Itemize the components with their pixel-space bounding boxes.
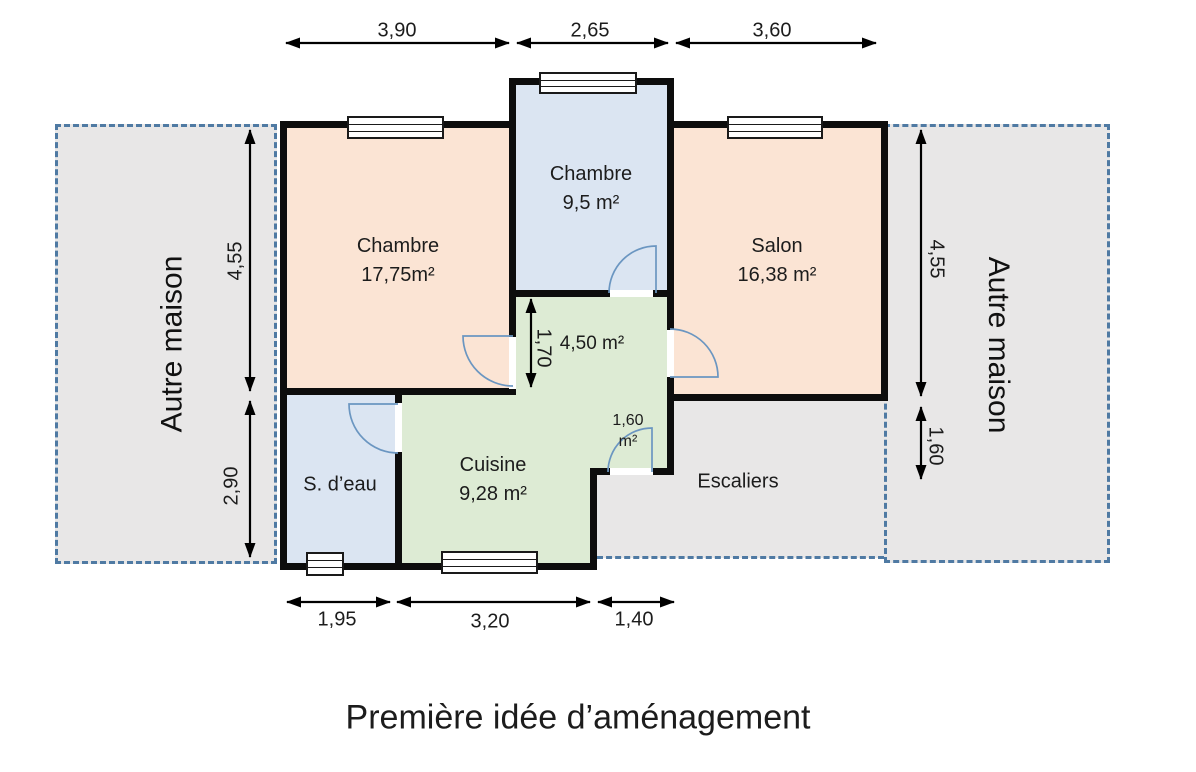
window-line — [729, 131, 821, 132]
door-opening-chambre1 — [509, 337, 516, 389]
page-title: Première idée d’aménagement — [345, 698, 811, 737]
stairs-area — [670, 399, 884, 558]
room-area-line2: m² — [618, 433, 638, 450]
room-label-placard: 1,60 m² — [612, 411, 643, 453]
window-line — [443, 559, 536, 560]
room-area: 16,38 m² — [737, 264, 817, 286]
room-name: Chambre — [356, 235, 440, 257]
wall-left — [280, 121, 287, 570]
room-name: Cuisine — [459, 454, 527, 476]
window-salon — [727, 116, 823, 139]
wall-placard-bottom-left — [590, 468, 610, 475]
stairs-area-extension — [593, 472, 673, 558]
window-chambre2 — [539, 72, 637, 94]
wall-chambre2-bottom-left — [509, 290, 610, 297]
wall-placard-bottom-right — [653, 468, 674, 475]
room-label-salle-eau: S. d’eau — [303, 473, 377, 496]
dim-label-top-3: 3,60 — [752, 19, 792, 42]
door-opening-salon — [667, 330, 674, 377]
wall-bottom — [280, 563, 597, 570]
wall-center-right-lower — [667, 377, 674, 475]
wall-cuisine-right — [590, 468, 597, 570]
room-area: 9,28 m² — [459, 483, 527, 505]
room-label-couloir: 4,50 m² — [559, 333, 625, 355]
room-area: 17,75m² — [361, 264, 435, 286]
window-line — [541, 86, 635, 87]
wall-salle-eau-divider — [395, 452, 402, 570]
wall-right — [881, 121, 888, 401]
window-line — [729, 124, 821, 125]
dim-label-left-2: 2,90 — [220, 466, 243, 506]
wall-salle-eau-stub — [395, 393, 402, 403]
neighbor-label-right: Autre maison — [981, 256, 1015, 434]
wall-chambre1-bottom — [280, 388, 516, 395]
dim-label-right-1: 4,55 — [925, 239, 948, 279]
dim-label-bottom-2: 3,20 — [470, 610, 510, 633]
dim-label-couloir: 1,70 — [532, 328, 555, 368]
room-name: Salon — [751, 235, 803, 257]
dim-label-bottom-1: 1,95 — [317, 608, 357, 631]
dim-label-left-1: 4,55 — [224, 241, 247, 281]
room-cuisine-fill — [398, 392, 593, 567]
neighbor-zone-left — [55, 124, 277, 564]
dim-label-top-1: 3,90 — [377, 19, 417, 42]
wall-salon-bottom — [667, 394, 888, 401]
window-salle-eau — [306, 552, 344, 576]
room-area-line1: 1,60 — [612, 412, 644, 430]
window-line — [349, 124, 442, 125]
wall-chambre2-left — [509, 78, 516, 337]
room-label-chambre2: Chambre 9,5 m² — [550, 160, 632, 218]
dim-label-top-2: 2,65 — [570, 19, 610, 42]
dim-label-bottom-3: 1,40 — [614, 608, 654, 631]
window-line — [308, 560, 342, 561]
stairs-dashed-boundary — [597, 556, 884, 559]
door-opening-chambre2 — [610, 290, 653, 297]
wall-center-right-upper — [667, 78, 674, 330]
window-line — [541, 80, 635, 81]
window-cuisine — [441, 551, 538, 574]
window-line — [443, 566, 536, 567]
neighbor-label-left: Autre maison — [155, 255, 189, 433]
room-label-escaliers: Escaliers — [697, 470, 779, 493]
wall-chambre2-bottom-right — [653, 290, 674, 297]
room-label-chambre1: Chambre 17,75m² — [357, 232, 439, 290]
room-area: 9,5 m² — [562, 192, 620, 214]
window-line — [308, 567, 342, 568]
room-name: Chambre — [549, 163, 633, 185]
door-opening-salle-eau — [395, 403, 402, 452]
window-chambre1 — [347, 116, 444, 139]
door-opening-escaliers — [610, 468, 653, 475]
window-line — [349, 131, 442, 132]
room-label-cuisine: Cuisine 9,28 m² — [459, 451, 527, 509]
dim-label-right-2: 1,60 — [924, 426, 947, 466]
room-label-salon: Salon 16,38 m² — [738, 232, 817, 290]
